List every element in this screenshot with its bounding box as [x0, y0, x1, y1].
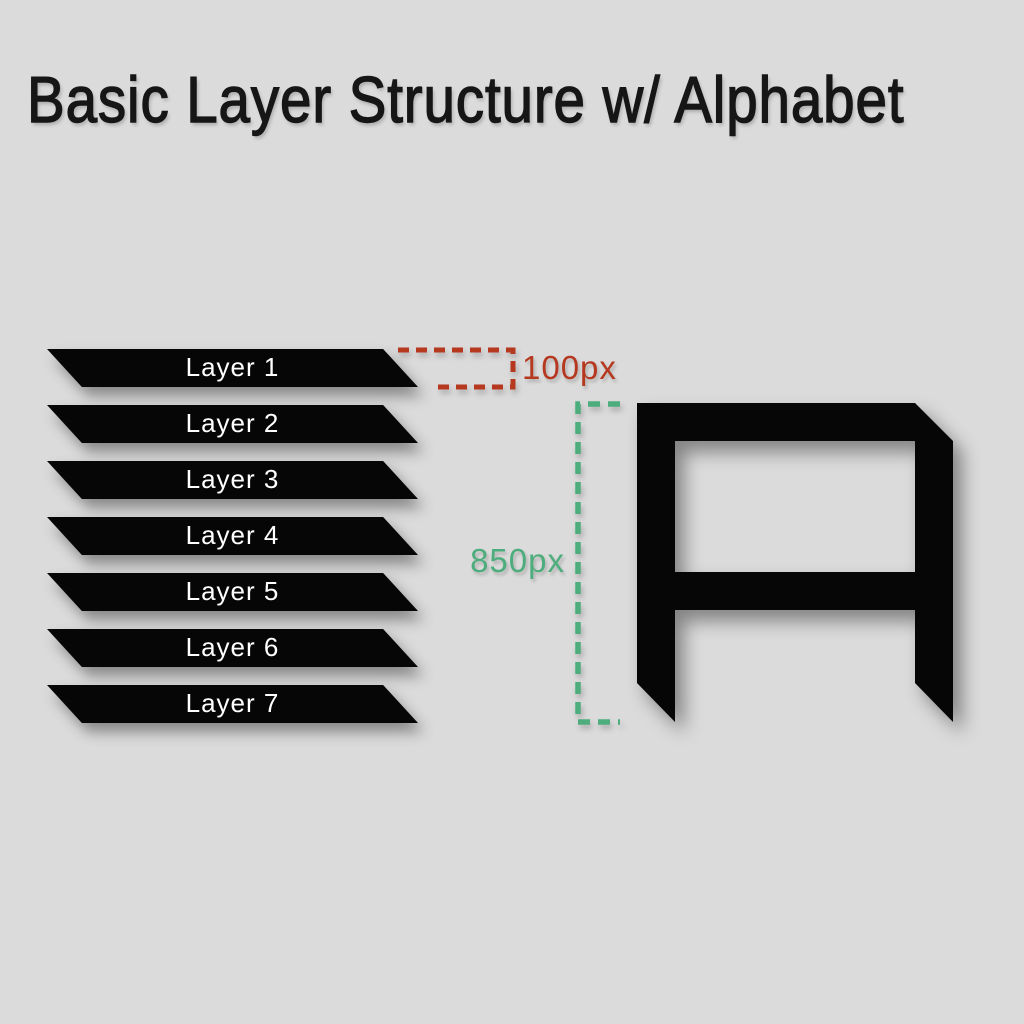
- layer-stack: Layer 1 Layer 2 Layer 3 Layer 4 Layer 5: [47, 349, 418, 723]
- layer-bar-shape: Layer 1: [47, 349, 418, 387]
- layer-bar-7: Layer 7: [47, 685, 418, 723]
- layer-bar-2: Layer 2: [47, 405, 418, 443]
- layer-label: Layer 5: [185, 575, 280, 606]
- layer-bar-shape: Layer 3: [47, 461, 418, 499]
- layer-height-bracket-icon: [398, 347, 516, 390]
- layer-bar-4: Layer 4: [47, 517, 418, 555]
- letter-a-glyph: [637, 403, 953, 722]
- layer-bar-6: Layer 6: [47, 629, 418, 667]
- layer-height-label: 100px: [522, 349, 617, 386]
- page-title-text: Basic Layer Structure w/ Alphabet: [26, 63, 905, 136]
- layer-bar-shape: Layer 5: [47, 573, 418, 611]
- page-title: Basic Layer Structure w/ Alphabet: [26, 63, 1024, 136]
- layer-bar-3: Layer 3: [47, 461, 418, 499]
- layer-bar-shape: Layer 7: [47, 685, 418, 723]
- layer-label: Layer 3: [185, 463, 280, 494]
- layer-bar-shape: Layer 6: [47, 629, 418, 667]
- layer-label: Layer 1: [185, 351, 280, 382]
- layer-bar-5: Layer 5: [47, 573, 418, 611]
- total-height-bracket-icon: [575, 401, 620, 725]
- layer-label: Layer 6: [185, 631, 280, 662]
- layer-label: Layer 4: [185, 519, 280, 550]
- total-height-label: 850px: [470, 542, 565, 579]
- layer-bar-shape: Layer 4: [47, 517, 418, 555]
- layer-label: Layer 7: [185, 687, 280, 718]
- layer-bar-shape: Layer 2: [47, 405, 418, 443]
- layer-bar-1: Layer 1: [47, 349, 418, 387]
- layer-label: Layer 2: [185, 407, 280, 438]
